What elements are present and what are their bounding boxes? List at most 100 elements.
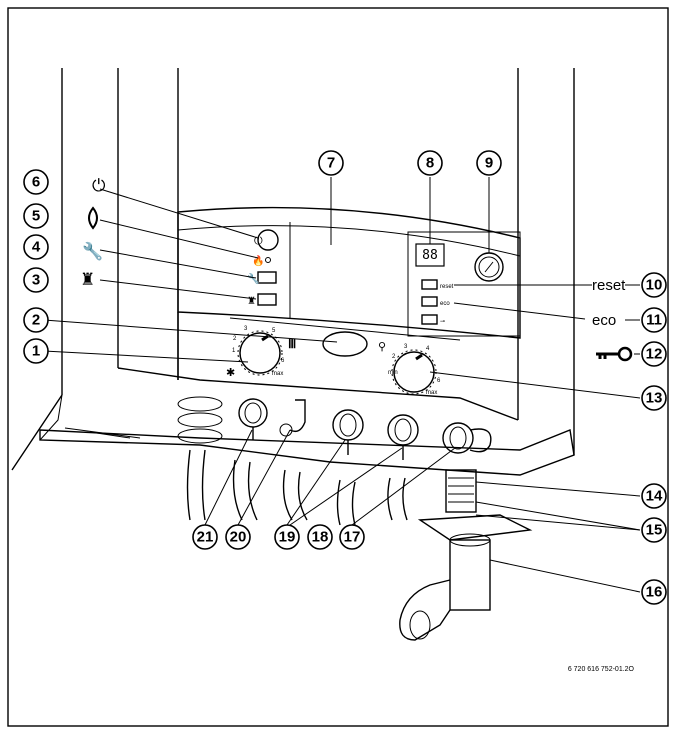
svg-text:10: 10 xyxy=(646,277,663,294)
burner-indicator-light xyxy=(265,257,271,263)
svg-text:2: 2 xyxy=(32,312,40,329)
callout-16: 16 xyxy=(641,579,667,605)
svg-text:16: 16 xyxy=(646,584,663,601)
power-icon: ⏻ xyxy=(92,176,106,195)
left-dial-max-label: max xyxy=(272,371,283,377)
key-lock-button[interactable] xyxy=(421,314,438,325)
key-icon xyxy=(596,346,633,362)
svg-text:6: 6 xyxy=(437,378,441,384)
wrench-icon: 🔧 xyxy=(82,241,103,261)
svg-text:1: 1 xyxy=(32,343,40,360)
svg-text:14: 14 xyxy=(646,488,663,505)
callout-6: 6 xyxy=(23,169,49,195)
svg-text:5: 5 xyxy=(32,208,40,225)
panel-right-controls: 88 reset eco ⊸ xyxy=(415,243,504,325)
wrench-small-icon: 🔧 xyxy=(247,272,259,285)
pipe-fittings xyxy=(238,398,492,460)
display-value: 88 xyxy=(422,248,438,263)
key-small-icon: ⊸ xyxy=(440,319,445,325)
svg-text:8: 8 xyxy=(426,155,434,172)
flame-small-icon: 🔥 xyxy=(252,254,264,267)
callout-4: 4 xyxy=(23,234,49,260)
service-button[interactable] xyxy=(257,271,277,284)
main-switch-button[interactable] xyxy=(257,229,279,251)
chimney-sweep-icon: ♜ xyxy=(80,270,95,289)
center-oval-window xyxy=(322,331,368,357)
callout-12: 12 xyxy=(641,341,667,367)
svg-text:6: 6 xyxy=(281,358,285,364)
svg-text:7: 7 xyxy=(327,155,335,172)
callout-15: 15 xyxy=(641,517,667,543)
fitting-17 xyxy=(442,422,492,454)
svg-text:13: 13 xyxy=(646,390,663,407)
callout-7: 7 xyxy=(318,150,344,176)
svg-text:21: 21 xyxy=(197,529,214,546)
eco-button[interactable] xyxy=(421,296,438,307)
callout-1: 1 xyxy=(23,338,49,364)
callout-13: 13 xyxy=(641,385,667,411)
callout-17: 17 xyxy=(339,524,365,550)
flame-icon xyxy=(88,206,98,230)
svg-text:5: 5 xyxy=(272,328,276,334)
svg-text:3: 3 xyxy=(404,344,408,350)
eco-button-label: eco xyxy=(440,301,450,307)
svg-text:9: 9 xyxy=(485,155,493,172)
reset-button-label: reset xyxy=(440,284,454,290)
svg-text:19: 19 xyxy=(279,529,296,546)
svg-text:3: 3 xyxy=(244,326,248,332)
callout-20: 20 xyxy=(225,524,251,550)
connection-tray xyxy=(39,396,575,476)
callout-18: 18 xyxy=(307,524,333,550)
power-symbol-icon: ⏻ xyxy=(254,235,263,247)
control-panel xyxy=(117,206,521,421)
chimney-sweep-button[interactable] xyxy=(257,293,277,306)
callout-14: 14 xyxy=(641,483,667,509)
callout-8: 8 xyxy=(417,150,443,176)
fitting-20 xyxy=(279,399,306,437)
svg-text:11: 11 xyxy=(646,312,662,329)
callout-21: 21 xyxy=(192,524,218,550)
leader-lines xyxy=(43,177,641,593)
svg-text:6: 6 xyxy=(32,174,40,191)
tap-icon: ⚲ xyxy=(378,341,386,353)
fitting-18 xyxy=(387,414,419,460)
hanging-pipes xyxy=(186,449,408,526)
svg-text:12: 12 xyxy=(646,346,663,363)
svg-text:3: 3 xyxy=(32,272,40,289)
reset-button[interactable] xyxy=(421,279,438,290)
callout-19: 19 xyxy=(274,524,300,550)
reset-side-label: reset xyxy=(592,277,626,294)
svg-text:2: 2 xyxy=(233,336,237,342)
callout-3: 3 xyxy=(23,267,49,293)
svg-text:2: 2 xyxy=(392,354,396,360)
legend-icons-left: ⏻ 🔧 ♜ xyxy=(80,176,106,289)
radiator-icon: Ⅲ xyxy=(288,337,296,351)
chimney-small-icon: ♜ xyxy=(247,296,256,307)
fitting-19 xyxy=(332,409,364,455)
snowflake-icon: ✱ xyxy=(226,367,235,379)
right-dial-max-label: max xyxy=(426,390,437,396)
fitting-21 xyxy=(238,398,268,440)
figure-code: 6 720 616 752-01.2O xyxy=(568,666,635,673)
callout-9: 9 xyxy=(476,150,502,176)
callout-5: 5 xyxy=(23,203,49,229)
svg-text:17: 17 xyxy=(344,529,361,546)
heating-temperature-dial[interactable]: 1 2 3 5 6 max ✱ Ⅲ xyxy=(226,326,296,379)
siphon-assembly xyxy=(399,469,533,641)
hot-water-temperature-dial[interactable]: min 2 3 4 6 max ⚲ xyxy=(378,341,441,396)
svg-text:20: 20 xyxy=(230,529,247,546)
svg-text:18: 18 xyxy=(312,529,329,546)
figure-border xyxy=(7,7,669,727)
svg-text:15: 15 xyxy=(646,522,663,539)
eco-side-label: eco xyxy=(592,312,616,329)
right-dial-min-label: min xyxy=(388,370,398,376)
svg-text:1: 1 xyxy=(232,348,236,354)
svg-text:4: 4 xyxy=(426,346,430,352)
panel-left-controls: ⏻ 🔥 🔧 ♜ xyxy=(247,229,279,307)
callout-11: 11 xyxy=(641,307,667,333)
callout-2: 2 xyxy=(23,307,49,333)
svg-text:4: 4 xyxy=(32,239,41,256)
callout-10: 10 xyxy=(641,272,667,298)
